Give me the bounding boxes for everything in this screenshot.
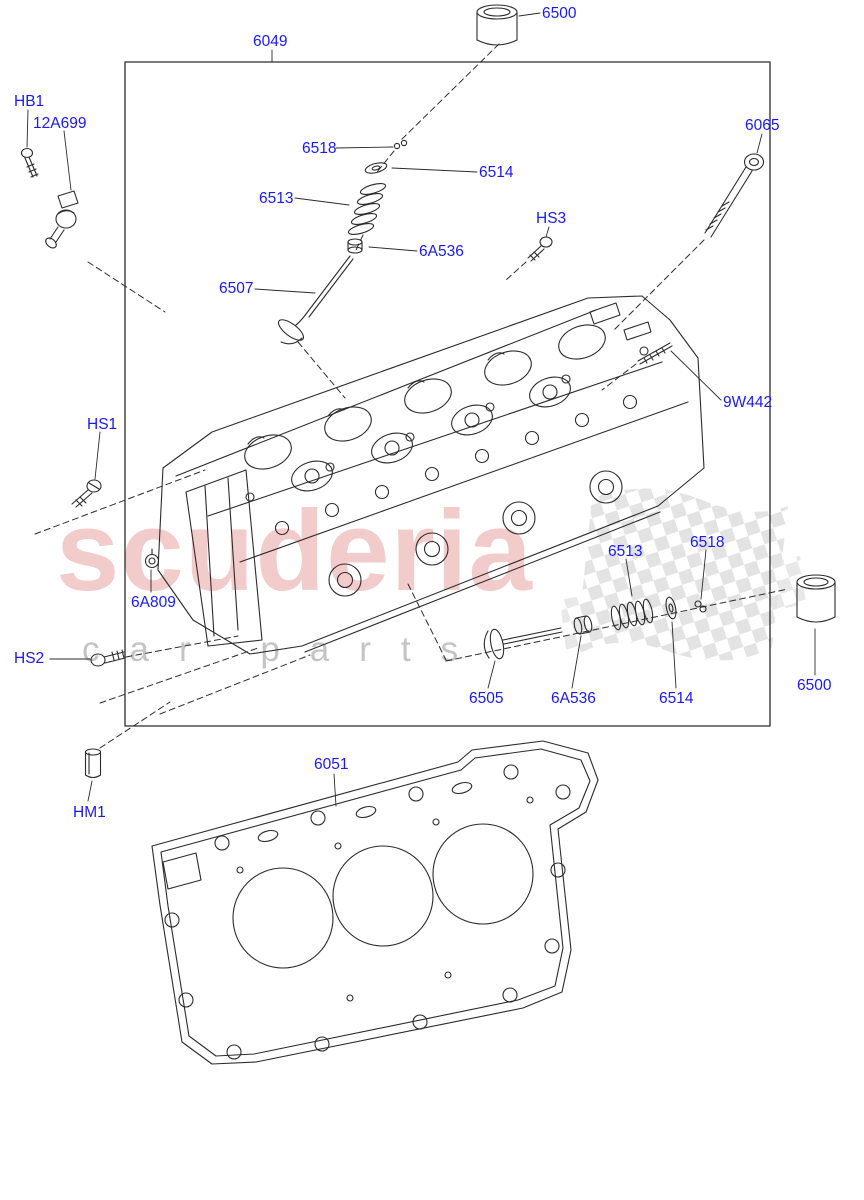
part-label-6a536-bottom: 6A536 — [551, 690, 596, 707]
part-label-6518-bottom: 6518 — [690, 534, 725, 551]
valve-assembly-bottom-drawing — [483, 574, 836, 660]
part-label-hs3: HS3 — [536, 210, 567, 227]
valve-keepers-top — [393, 142, 401, 150]
stud-9w442-drawing — [637, 342, 673, 365]
part-label-6518-top: 6518 — [302, 140, 337, 157]
watermark-subtitle-text: car parts — [82, 630, 489, 669]
part-label-hm1: HM1 — [73, 804, 106, 821]
plug-6a809-drawing — [144, 548, 160, 569]
bolt-hb1-drawing — [20, 147, 39, 178]
part-label-6513-top: 6513 — [259, 190, 294, 207]
part-label-6500-top: 6500 — [542, 5, 577, 22]
assembly-boundary-box — [124, 61, 771, 727]
bolt-hs1-drawing — [71, 479, 102, 508]
tappet-bottom-drawing — [796, 574, 836, 623]
bolt-hs3-drawing — [527, 236, 553, 262]
valve-spring-bottom — [610, 598, 654, 631]
part-label-6513-bottom: 6513 — [608, 543, 643, 560]
part-label-6514-top: 6514 — [479, 164, 514, 181]
part-label-6049: 6049 — [253, 33, 288, 50]
checkered-flag-watermark — [560, 488, 806, 661]
valve-stem-seal-top — [347, 238, 363, 254]
part-label-6a809: 6A809 — [131, 594, 176, 611]
part-label-6507: 6507 — [219, 280, 254, 297]
bolt-hs2-drawing — [90, 649, 126, 667]
part-label-6051: 6051 — [314, 756, 349, 773]
valve-assembly-top-drawing — [277, 139, 408, 345]
spring-retainer-bottom — [665, 596, 677, 620]
part-label-6505: 6505 — [469, 690, 504, 707]
part-label-6514-bottom: 6514 — [659, 690, 694, 707]
part-label-6500-bottom: 6500 — [797, 677, 832, 694]
sensor-12a699-drawing — [45, 190, 79, 249]
tappet-top-drawing — [476, 4, 518, 46]
leader-lines — [26, 12, 816, 807]
valve-spring-top — [347, 183, 387, 235]
part-label-6a536-top: 6A536 — [419, 243, 464, 260]
intake-valve-drawing — [277, 255, 354, 345]
head-gasket-drawing — [151, 740, 599, 1065]
part-label-hb1: HB1 — [14, 93, 45, 110]
valve-keepers-bottom — [694, 600, 702, 608]
part-label-12a699: 12A699 — [33, 115, 87, 132]
spring-retainer-top — [364, 162, 388, 174]
part-label-hs1: HS1 — [87, 416, 118, 433]
valve-stem-seal-bottom — [573, 615, 593, 635]
bolt-6065-drawing — [704, 153, 765, 238]
exhaust-valve-drawing — [483, 627, 563, 660]
cylinder-head-drawing — [157, 295, 705, 655]
dowel-hm1-drawing — [84, 748, 102, 779]
part-label-hs2: HS2 — [14, 650, 45, 667]
part-label-6065: 6065 — [745, 117, 780, 134]
part-label-9w442: 9W442 — [723, 394, 773, 411]
